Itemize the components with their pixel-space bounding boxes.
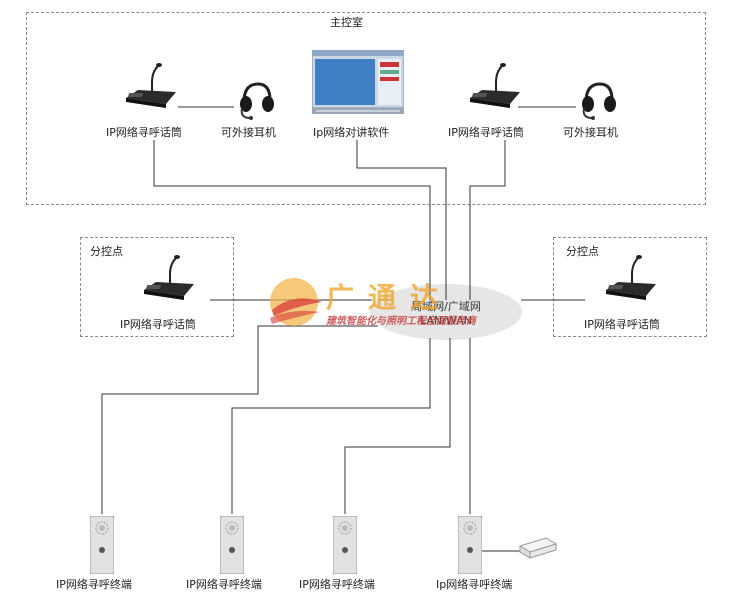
sub-control-right-title: 分控点	[566, 245, 599, 258]
headset-icon	[582, 82, 616, 120]
terminal-label: IP网络寻呼终端	[299, 578, 375, 591]
main-control-room-zone	[26, 12, 706, 205]
headset-icon	[240, 82, 274, 120]
speaker-link-line	[482, 550, 522, 552]
headset-left-label: 可外接耳机	[221, 126, 276, 139]
headset-right-label: 可外接耳机	[563, 126, 618, 139]
network-label-1: 局域网/广域网	[411, 300, 481, 313]
paging-microphone-icon	[126, 63, 176, 108]
software-monitor-icon	[312, 50, 404, 114]
sub-right-mic-label: IP网络寻呼话筒	[584, 318, 660, 331]
mic-right-label: IP网络寻呼话筒	[448, 126, 524, 139]
network-cloud	[370, 284, 522, 340]
paging-microphone-icon	[470, 63, 520, 108]
watermark-slogan: 建筑智能化与照明工程全面服务商	[326, 316, 476, 327]
paging-microphone-icon	[144, 255, 194, 300]
paging-terminal-icon	[333, 516, 357, 574]
terminal-label: Ip网络寻呼终端	[436, 578, 513, 591]
software-label: Ip网络对讲软件	[313, 126, 390, 139]
sub-control-left-zone	[80, 237, 234, 337]
paging-terminal-icon	[220, 516, 244, 574]
main-control-room-title: 主控室	[330, 16, 363, 29]
sub-control-right-zone	[553, 237, 707, 337]
sub-left-mic-label: IP网络寻呼话筒	[120, 318, 196, 331]
terminal-label: IP网络寻呼终端	[186, 578, 262, 591]
paging-terminal-icon	[458, 516, 482, 574]
amplifier-box-icon	[518, 537, 558, 559]
network-label-2: LAN/WAN	[420, 314, 472, 327]
watermark-brand: 广通达	[326, 281, 453, 314]
mic-left-label: IP网络寻呼话筒	[106, 126, 182, 139]
sub-control-left-title: 分控点	[90, 245, 123, 258]
terminal-label: IP网络寻呼终端	[56, 578, 132, 591]
paging-microphone-icon	[606, 255, 656, 300]
paging-terminal-icon	[90, 516, 114, 574]
brand-logo-icon	[270, 278, 322, 326]
